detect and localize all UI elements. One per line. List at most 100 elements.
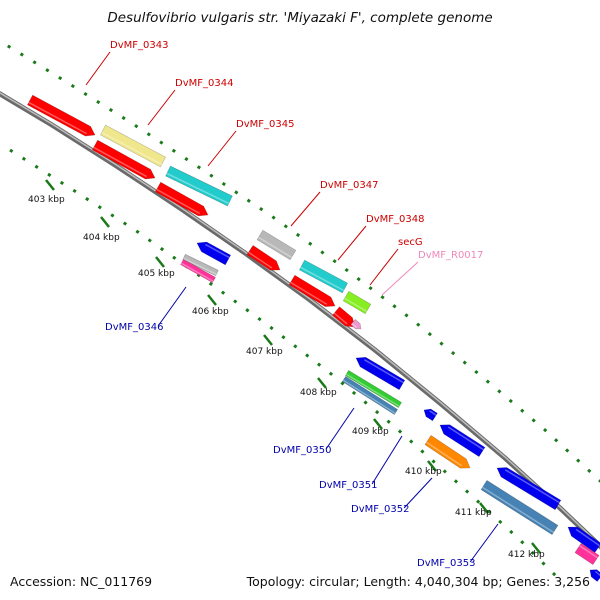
gene-DvMF_0352-orange: [424, 435, 471, 469]
tick-label: 407 kbp: [246, 347, 283, 357]
gene-callouts: [85, 51, 499, 563]
tick-mark: [479, 502, 489, 514]
gene-DvMF_0353-highlight: [504, 469, 560, 504]
gene-DvMF_0344-cds: [91, 139, 156, 180]
gene-DvMF_0348-highlight: [300, 266, 345, 292]
gene-DvMF_0344-cds-highlight: [93, 146, 148, 178]
gene-label: DvMF_0348: [366, 214, 424, 225]
gene-DvMF_0351-steel-highlight: [342, 379, 396, 414]
gene-edge-blue-highlight: [594, 570, 600, 577]
gene-label: DvMF_0347: [320, 180, 378, 191]
tick-mark: [317, 377, 327, 389]
gene-DvMF_0348-cds: [288, 274, 336, 307]
gene-DvMF_0347-cds: [246, 245, 281, 271]
gene-DvMF_0347-cds-highlight: [248, 251, 273, 269]
tick-mark: [100, 216, 110, 228]
gene-DvMF_0344: [100, 124, 166, 168]
tick-label: 410 kbp: [405, 467, 442, 477]
gene-secG: [342, 290, 372, 315]
gene-DvMF_0351-steel: [341, 376, 399, 415]
tick-label: 403 kbp: [28, 195, 65, 205]
callout-line: [371, 435, 403, 485]
gene-DvMF_R0017-highlight: [351, 322, 358, 329]
gene-DvMF_0347-highlight: [258, 236, 292, 258]
gene-label: DvMF_R0017: [418, 250, 483, 261]
callout-line: [85, 51, 111, 86]
gene-secG-cds-highlight: [333, 312, 348, 325]
kbp-ticks: 403 kbp 404 kbp 405 kbp 406 kbp 407 kbp 408 k…: [28, 179, 545, 560]
gene-DvMF_0346-highlight: [204, 243, 230, 259]
gene-DvMF_0346: [196, 241, 232, 266]
tick-mark: [155, 256, 165, 268]
tick-label: 409 kbp: [352, 427, 389, 437]
topology-label: Topology: circular; Length: 4,040,304 bp…: [246, 574, 590, 589]
tick-mark: [427, 460, 437, 472]
callout-line: [381, 261, 419, 296]
gene-DvMF_0345-cds: [154, 181, 209, 217]
gene-DvMF_0348-cds-highlight: [290, 281, 328, 305]
gene-DvMF_0350-highlight: [363, 359, 404, 384]
tick-label: 408 kbp: [300, 388, 337, 398]
gene-DvMF_0350-green: [345, 370, 402, 408]
gene-edge-pink: [574, 543, 600, 565]
gene-DvMF_0346-pink-highlight: [180, 262, 214, 282]
gene-DvMF_0345-highlight: [166, 172, 230, 205]
gene-DvMF_0348: [298, 259, 349, 294]
gene-DvMF_0352-orange-highlight: [426, 441, 463, 467]
accession-label: Accession: NC_011769: [10, 574, 152, 589]
tick-label: 405 kbp: [138, 269, 175, 279]
gene-DvMF_0351-highlight: [429, 410, 437, 416]
tick-mark: [207, 294, 217, 306]
callout-line: [157, 286, 187, 327]
tick-mark: [45, 179, 55, 191]
gene-label: secG: [398, 237, 423, 248]
gene-DvMF_0346-pink: [180, 258, 216, 284]
gene-DvMF_0344-highlight: [101, 131, 163, 166]
gene-DvMF_0354-highlight: [575, 528, 600, 547]
gene-DvMF_0345-cds-highlight: [156, 188, 201, 215]
callout-line: [369, 248, 399, 286]
gene-edge-blue: [589, 569, 600, 582]
tick-label: 406 kbp: [192, 307, 229, 317]
gene-label: DvMF_0351: [319, 480, 377, 491]
gene-label: DvMF_0343: [110, 40, 168, 51]
tick-label: 412 kbp: [508, 550, 545, 560]
callout-line: [337, 225, 367, 261]
gene-DvMF_0346-grey: [182, 253, 219, 277]
tick-label: 404 kbp: [83, 233, 120, 243]
gene-DvMF_0353-steel: [480, 479, 559, 536]
callout-line: [290, 191, 321, 227]
gene-label: DvMF_0345: [236, 119, 294, 130]
gene-DvMF_0352-highlight: [447, 426, 484, 451]
callout-line: [469, 523, 499, 563]
callout-line: [403, 477, 433, 509]
gene-label: DvMF_0350: [273, 445, 331, 456]
gene-DvMF_0352: [439, 424, 486, 458]
gene-DvMF_R0017: [350, 318, 362, 330]
gene-label: DvMF_0352: [351, 504, 409, 515]
genome-backbone: [0, 91, 600, 550]
gene-DvMF_0354: [567, 526, 600, 553]
gene-features: [26, 94, 600, 582]
tick-ring-2: [9, 148, 562, 582]
callout-line: [207, 130, 237, 167]
gene-labels: DvMF_0343DvMF_0344DvMF_0345DvMF_0347DvMF…: [105, 40, 483, 569]
gene-edge-pink-highlight: [579, 545, 598, 559]
tick-label: 411 kbp: [455, 508, 492, 518]
tick-mark: [263, 334, 273, 346]
callout-line: [147, 89, 176, 126]
gene-DvMF_0347: [256, 229, 297, 261]
tick-rings: [0, 39, 600, 582]
gene-DvMF_0350-green-highlight: [345, 373, 400, 407]
gene-DvMF_0353-steel-highlight: [482, 486, 554, 533]
gene-secG-highlight: [344, 297, 367, 313]
gene-DvMF_0343-highlight: [28, 101, 88, 135]
gene-label: DvMF_0353: [417, 558, 475, 569]
gene-DvMF_0351: [423, 408, 438, 422]
tick-ring-1: [0, 39, 600, 483]
tick-mark: [531, 542, 541, 554]
gene-DvMF_0350: [355, 357, 406, 391]
tick-mark: [373, 418, 383, 430]
gene-label: DvMF_0344: [175, 78, 233, 89]
